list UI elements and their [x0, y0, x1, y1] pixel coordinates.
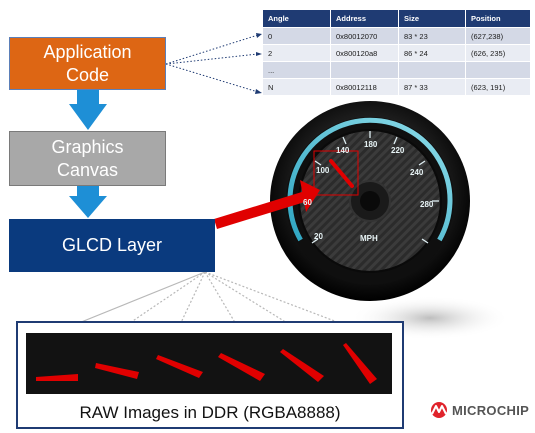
raw-image-tile	[26, 333, 87, 394]
image-lookup-table: Angle Address Size Position 0 0x80012070…	[262, 9, 531, 96]
table-cell: 0x800120a8	[330, 44, 399, 62]
header-angle: Angle	[262, 9, 331, 28]
graphics-canvas-box: Graphics Canvas	[9, 131, 166, 186]
raw-image-tile	[331, 333, 392, 394]
table-cell: 86 * 24	[398, 44, 466, 62]
table-header-row: Angle Address Size Position	[262, 9, 531, 28]
header-address: Address	[330, 9, 399, 28]
application-code-box: Application Code	[9, 37, 166, 90]
raw-images-panel: RAW Images in DDR (RGBA8888)	[16, 321, 404, 429]
raw-image-tile	[209, 333, 270, 394]
microchip-logo: MICROCHIP	[429, 402, 529, 418]
gauge-needle	[329, 159, 354, 188]
table-cell: 2	[262, 44, 331, 62]
microchip-logo-icon	[431, 402, 447, 418]
raw-image-tile	[148, 333, 209, 394]
header-size: Size	[398, 9, 466, 28]
graphics-canvas-label: Graphics Canvas	[51, 137, 124, 180]
table-row: 0 0x80012070 83 * 23 (627,238)	[262, 27, 531, 45]
table-cell: 83 * 23	[398, 27, 466, 45]
glcd-layer-label: GLCD Layer	[61, 235, 163, 256]
needle-highlight-box	[313, 150, 359, 196]
raw-image-tile	[87, 333, 148, 394]
connector-arrowheads	[255, 33, 262, 94]
glcd-layer-box: GLCD Layer	[9, 219, 215, 272]
table-cell: (626, 235)	[465, 44, 531, 62]
table-cell: 0x80012118	[330, 78, 399, 96]
raw-image-tile	[270, 333, 331, 394]
table-cell: 0x80012070	[330, 27, 399, 45]
table-cell: 0	[262, 27, 331, 45]
table-cell: N	[262, 78, 331, 96]
table-row: 2 0x800120a8 86 * 24 (626, 235)	[262, 44, 531, 62]
table-cell: (623, 191)	[465, 78, 531, 96]
speedometer-gauge	[270, 101, 470, 301]
table-cell	[465, 61, 531, 79]
microchip-logo-text: MICROCHIP	[452, 402, 530, 418]
down-arrow-2	[69, 186, 107, 218]
header-position: Position	[465, 9, 531, 28]
table-row: N 0x80012118 87 * 33 (623, 191)	[262, 78, 531, 96]
down-arrow-1	[69, 90, 107, 130]
table-cell	[330, 61, 399, 79]
table-connectors	[165, 34, 259, 93]
red-arrow	[214, 180, 320, 229]
raw-images-caption: RAW Images in DDR (RGBA8888)	[79, 403, 341, 422]
application-code-label: Application Code	[43, 42, 132, 85]
table-cell: 87 * 33	[398, 78, 466, 96]
table-row: ...	[262, 61, 531, 79]
table-cell: (627,238)	[465, 27, 531, 45]
table-cell: ...	[262, 61, 331, 79]
table-cell	[398, 61, 466, 79]
